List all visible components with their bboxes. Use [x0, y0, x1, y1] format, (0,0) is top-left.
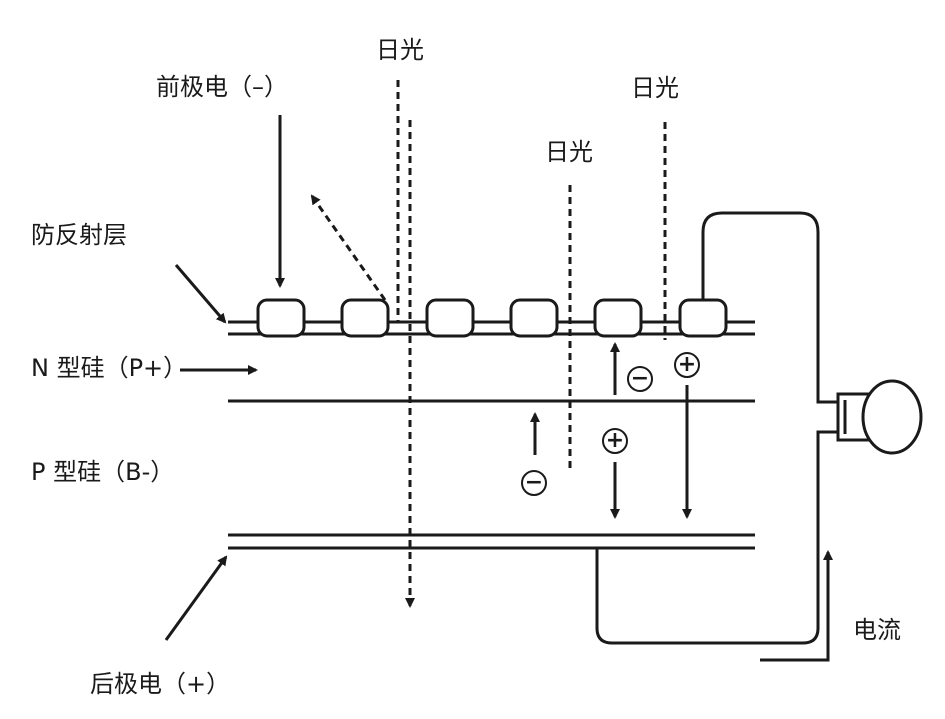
electrode-contact [678, 298, 728, 338]
current-label: 电流 [853, 616, 901, 644]
anti-reflection-label: 防反射层 [31, 221, 127, 249]
electrode-contact [340, 298, 390, 338]
hole-symbol: + [602, 428, 628, 454]
hole-symbol: + [674, 352, 700, 378]
back-electrode-label: 后极电（+） [90, 670, 231, 698]
n-silicon-label: N 型硅（P+） [31, 354, 188, 382]
electrode-contact [256, 298, 306, 338]
circuit-wire-top [701, 211, 838, 404]
front-electrode-label: 前极电（–） [156, 73, 288, 101]
back-electrode-arrow [164, 555, 228, 641]
electron-symbol: − [627, 366, 653, 392]
current-arrow [760, 550, 833, 662]
electrode-contact [425, 298, 475, 338]
sunlight-label: 日光 [376, 36, 424, 64]
lamp-load [836, 379, 923, 455]
electrode-contact [593, 298, 643, 338]
anti-reflection-arrow [174, 264, 227, 324]
sunlight-label: 日光 [545, 138, 593, 166]
sunlight-label: 日光 [631, 74, 679, 102]
electron-symbol: − [521, 470, 547, 496]
lamp-bulb [861, 379, 923, 455]
reflected-light-arrow [310, 194, 387, 301]
front-electrode-contacts [256, 298, 728, 338]
circuit-wire-bottom [595, 430, 838, 645]
p-silicon-label: P 型硅（B-） [31, 458, 175, 486]
electrode-contact [509, 298, 559, 338]
